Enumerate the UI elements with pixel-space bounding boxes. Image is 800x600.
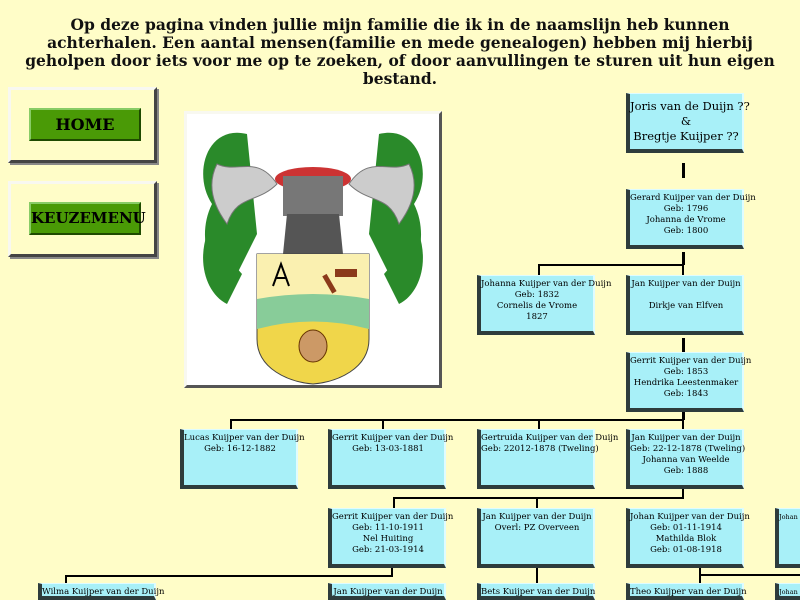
connector [538,264,684,266]
intro-text: Op deze pagina vinden jullie mijn famili… [25,15,775,88]
person-line: Jan Kuijper van der Duijn [631,279,741,289]
person-line: Gerrit Kuijper van der Duijn [630,356,752,366]
person-line: Johan Kuijper van der Duijn [630,512,750,522]
person-box: Theo Kuijper van der Duijn [626,583,747,600]
person-box: Johan [775,583,800,600]
person-line: & [680,114,692,128]
connector [682,338,685,352]
connector [65,575,393,577]
person-line: Johan [779,588,798,596]
person-line: Geb: 16-12-1882 [204,444,276,454]
person-line: Nel Huiting [362,534,414,544]
person-line: Wilma Kuijper van der Duijn [42,587,165,597]
connector [65,575,67,583]
person-box: Jan Kuijper van der Duijn [328,583,446,600]
person-line: Bets Kuijper van der Duijn [481,587,596,597]
connector [536,497,538,508]
person-line: Gerrit Kuijper van der Duijn [332,433,454,443]
person-line: Geb: 11-10-1911 [352,523,424,533]
person-line: Overl: PZ Overveen [494,523,580,533]
person-box: Jan Kuijper van der Duijn Dirkje van Elf… [626,275,744,335]
person-line: 1827 [526,312,548,322]
home-button[interactable]: HOME [29,108,141,141]
connector [682,412,685,420]
person-line: Mathilda Blok [655,534,717,544]
person-line: Hendrika Leestenmaker [633,378,739,388]
person-line: Johanna de Vrome [646,215,726,225]
connector [682,419,684,429]
person-line: Johanna Kuijper van der Duijn [481,279,612,289]
person-line: Theo Kuijper van der Duijn [630,587,747,597]
person-line: Cornelis de Vrome [496,301,578,311]
connector [393,497,684,499]
person-line: Geb: 22012-1878 (Tweling) [481,444,599,454]
person-line: Geb: 22-12-1878 (Tweling) [630,444,746,454]
menu-panel: KEUZEMENU [8,181,157,257]
person-box: Johan [775,508,800,568]
person-line: Dirkje van Elfven [648,301,724,311]
person-line [630,290,742,301]
connector [230,419,684,421]
person-line: Geb: 01-08-1918 [650,545,722,555]
person-line: Joris van de Duijn ?? [630,99,750,113]
person-line: Lucas Kuijper van der Duijn [184,433,305,443]
person-line: Gertruida Kuijper van der Duijn [481,433,619,443]
keuzemenu-button[interactable]: KEUZEMENU [29,202,146,235]
connector [391,567,393,576]
coat-of-arms [184,111,442,388]
connector [393,497,395,508]
person-line: Johan [779,513,798,521]
connector [682,163,685,178]
connector [538,419,540,429]
person-line: Johanna van Weelde [642,455,730,465]
person-line: Gerrit Kuijper van der Duijn [332,512,454,522]
person-line: Geb: 1843 [663,389,709,399]
person-box: Joris van de Duijn ??&Bregtje Kuijper ?? [626,93,750,153]
connector [536,567,538,583]
person-line: Jan Kuijper van der Duijn [333,587,443,597]
connector [682,252,685,265]
connector [382,419,384,429]
connector [538,264,540,275]
connector [230,419,232,429]
person-line: Gerard Kuijper van der Duijn [630,193,756,203]
coat-of-arms-image [203,132,423,385]
person-line: Geb: 1888 [663,466,709,476]
person-line: Geb: 1800 [663,226,709,236]
person-line: Bregtje Kuijper ?? [633,129,739,143]
person-line: Jan Kuijper van der Duijn [631,433,741,443]
connector [682,489,684,498]
person-line: Geb: 21-03-1914 [352,545,424,555]
person-line: Jan Kuijper van der Duijn [482,512,592,522]
connector [699,574,800,576]
person-line: Geb: 13-03-1881 [352,444,424,454]
person-line: Geb: 1796 [663,204,709,214]
person-line: Geb: 01-11-1914 [650,523,722,533]
home-panel: HOME [8,87,157,163]
connector [682,264,684,275]
person-line: Geb: 1832 [514,290,560,300]
person-box: Wilma Kuijper van der Duijn [38,583,165,600]
person-box: Bets Kuijper van der Duijn [477,583,595,600]
person-line: Geb: 1853 [663,367,709,377]
